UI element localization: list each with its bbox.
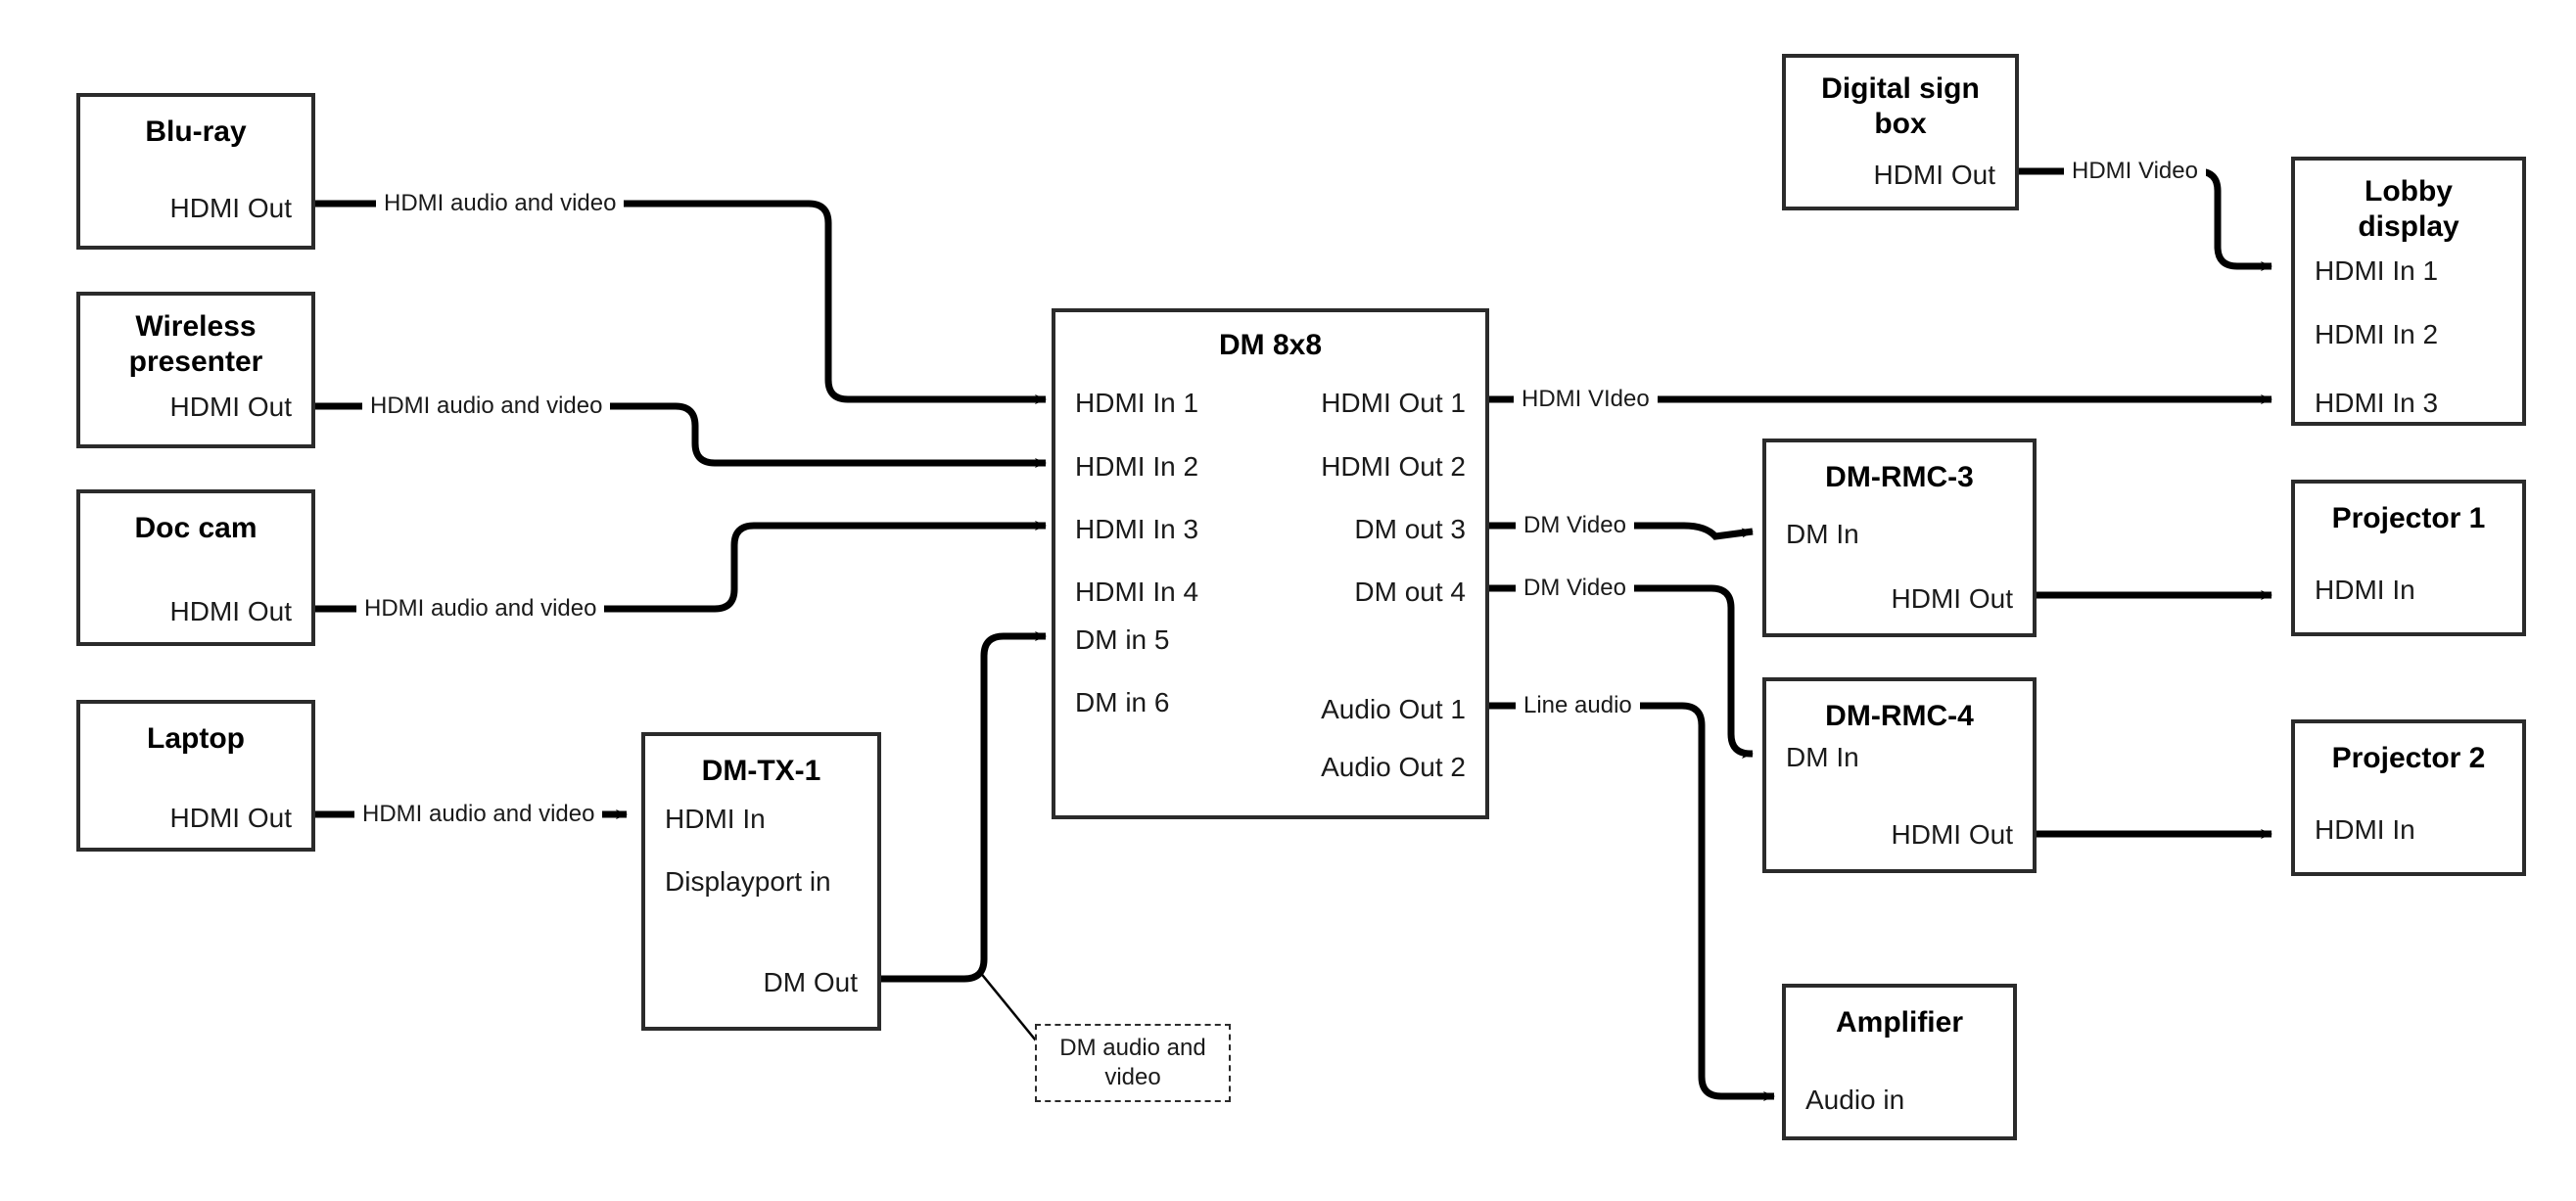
port-dmtx1-hdmi-in[interactable]: HDMI In [665, 804, 766, 834]
port-lobby-hdmi-in-2[interactable]: HDMI In 2 [2315, 319, 2439, 349]
node-projector-2[interactable]: Projector 2 HDMI In [2291, 719, 2526, 876]
port-dm8x8-dm-out-3[interactable]: DM out 3 [1354, 514, 1466, 544]
node-dm-tx-1-title: DM-TX-1 [701, 755, 821, 787]
port-dm8x8-dm-out-4[interactable]: DM out 4 [1354, 577, 1466, 607]
node-laptop-title: Laptop [147, 722, 245, 755]
node-dm-rmc-4-title: DM-RMC-4 [1825, 700, 1974, 732]
node-amplifier-title: Amplifier [1835, 1006, 1964, 1039]
node-dm-rmc-4[interactable]: DM-RMC-4 DM In HDMI Out [1762, 677, 2037, 873]
port-dm8x8-hdmi-out-1[interactable]: HDMI Out 1 [1321, 388, 1466, 418]
node-bluray-title: Blu-ray [145, 115, 247, 148]
port-rmc4-hdmi-out[interactable]: HDMI Out [1891, 819, 2013, 850]
node-dm-rmc-3-title: DM-RMC-3 [1825, 461, 1974, 493]
wire-dm8x8-to-amplifier [1489, 702, 1775, 1101]
wire-label-bluray: HDMI audio and video [376, 190, 625, 217]
wire-label-dm-out-3: DM Video [1516, 512, 1634, 539]
node-wireless-presenter[interactable]: Wireless presenter HDMI Out [76, 292, 315, 448]
port-dm8x8-hdmi-in-4[interactable]: HDMI In 4 [1075, 577, 1199, 607]
port-rmc3-dm-in[interactable]: DM In [1786, 519, 1859, 549]
node-projector-1-title: Projector 1 [2331, 502, 2486, 534]
node-doc-cam-title: Doc cam [134, 512, 258, 544]
port-dmtx1-dm-out[interactable]: DM Out [763, 967, 858, 997]
callout-dm-audio-and-video: DM audio and video [1035, 1024, 1231, 1102]
port-dm8x8-audio-out-1[interactable]: Audio Out 1 [1321, 694, 1466, 724]
port-doccam-hdmi-out[interactable]: HDMI Out [169, 596, 292, 626]
port-rmc4-dm-in[interactable]: DM In [1786, 742, 1859, 772]
node-amplifier[interactable]: Amplifier Audio in [1782, 984, 2017, 1140]
wire-bluray-to-dm8x8 [315, 200, 1047, 404]
port-dm8x8-hdmi-in-3[interactable]: HDMI In 3 [1075, 514, 1199, 544]
port-digitalsign-hdmi-out[interactable]: HDMI Out [1873, 160, 1995, 190]
callout-dm-audio-and-video-text: DM audio and video [1059, 1035, 1206, 1090]
port-lobby-hdmi-in-3[interactable]: HDMI In 3 [2315, 388, 2439, 418]
port-dm8x8-dm-in-6[interactable]: DM in 6 [1075, 687, 1170, 717]
wire-label-laptop: HDMI audio and video [354, 801, 603, 828]
wire-label-dm-out-4: DM Video [1516, 575, 1634, 602]
wire-label-digital-sign: HDMI Video [2064, 158, 2206, 185]
port-dmtx1-displayport-in[interactable]: Displayport in [665, 866, 831, 897]
node-dm-tx-1[interactable]: DM-TX-1 HDMI In Displayport in DM Out [641, 732, 881, 1031]
node-projector-1[interactable]: Projector 1 HDMI In [2291, 480, 2526, 636]
port-projector1-hdmi-in[interactable]: HDMI In [2315, 575, 2415, 605]
node-dm-rmc-3[interactable]: DM-RMC-3 DM In HDMI Out [1762, 439, 2037, 637]
node-wireless-presenter-title: Wireless presenter [128, 310, 263, 378]
wire-label-wireless: HDMI audio and video [362, 393, 611, 420]
port-bluray-hdmi-out[interactable]: HDMI Out [169, 193, 292, 223]
wire-label-audio-out-1: Line audio [1516, 692, 1640, 719]
node-digital-sign-box-title: Digital sign box [1821, 72, 1980, 140]
wire-digitalsign-to-lobby [2017, 167, 2272, 271]
wire-label-hdmi-out-1: HDMI VIdeo [1514, 386, 1658, 413]
node-dm-8x8[interactable]: DM 8x8 HDMI In 1 HDMI In 2 HDMI In 3 HDM… [1052, 308, 1489, 819]
node-lobby-display-title: Lobby display [2358, 175, 2459, 243]
port-projector2-hdmi-in[interactable]: HDMI In [2315, 814, 2415, 845]
port-rmc3-hdmi-out[interactable]: HDMI Out [1891, 583, 2013, 614]
port-wireless-hdmi-out[interactable]: HDMI Out [169, 392, 292, 422]
node-laptop[interactable]: Laptop HDMI Out [76, 700, 315, 852]
node-dm-8x8-title: DM 8x8 [1218, 329, 1323, 361]
port-dm8x8-dm-in-5[interactable]: DM in 5 [1075, 624, 1170, 655]
port-lobby-hdmi-in-1[interactable]: HDMI In 1 [2315, 255, 2439, 286]
node-projector-2-title: Projector 2 [2331, 742, 2486, 774]
wire-label-doccam: HDMI audio and video [356, 595, 605, 623]
port-dm8x8-hdmi-out-2[interactable]: HDMI Out 2 [1321, 451, 1466, 482]
node-doc-cam[interactable]: Doc cam HDMI Out [76, 489, 315, 646]
port-amplifier-audio-in[interactable]: Audio in [1805, 1085, 1905, 1115]
port-dm8x8-hdmi-in-2[interactable]: HDMI In 2 [1075, 451, 1199, 482]
node-lobby-display[interactable]: Lobby display HDMI In 1 HDMI In 2 HDMI I… [2291, 157, 2526, 426]
port-dm8x8-hdmi-in-1[interactable]: HDMI In 1 [1075, 388, 1199, 418]
port-dm8x8-audio-out-2[interactable]: Audio Out 2 [1321, 752, 1466, 782]
wire-dm8x8-to-rmc4 [1489, 584, 1754, 759]
port-laptop-hdmi-out[interactable]: HDMI Out [169, 803, 292, 833]
node-digital-sign-box[interactable]: Digital sign box HDMI Out [1782, 54, 2019, 210]
leader-dm-audio-video-callout [978, 970, 1041, 1046]
node-bluray[interactable]: Blu-ray HDMI Out [76, 93, 315, 250]
